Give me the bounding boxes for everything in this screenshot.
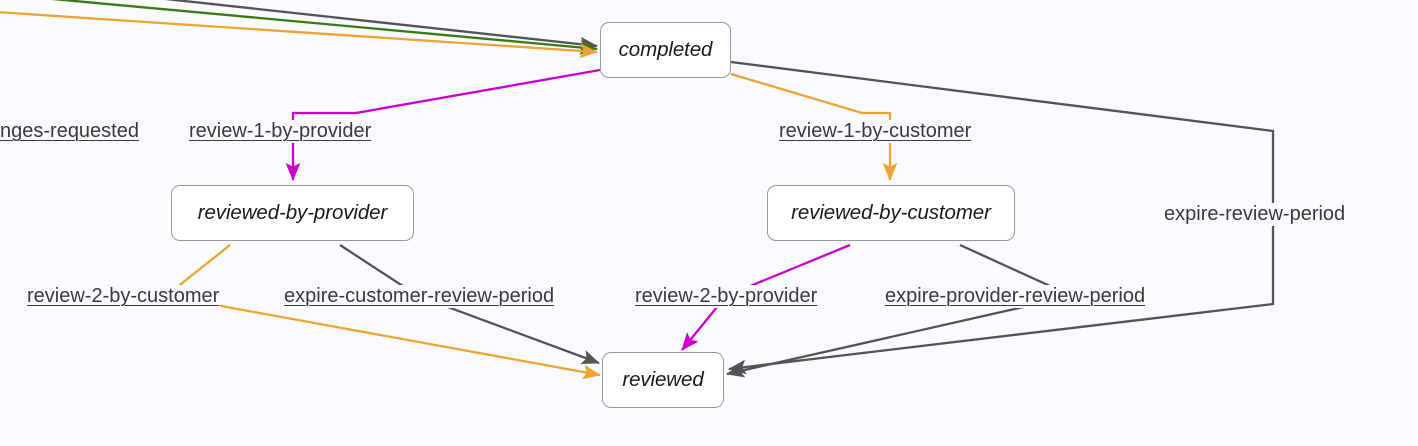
edge-label-changes-requested[interactable]: nges-requested: [0, 120, 140, 143]
state-node-label: reviewed-by-provider: [197, 200, 388, 224]
state-node-label: reviewed-by-customer: [791, 200, 991, 224]
state-node-completed[interactable]: completed: [600, 22, 731, 78]
state-node-label: reviewed: [622, 367, 704, 391]
edge-incoming-green-to-completed[interactable]: [20, 0, 598, 55]
edge-completed-to-reviewed-by-provider[interactable]: [285, 68, 601, 181]
edge-label-review-2-by-provider[interactable]: review-2-by-provider: [634, 285, 819, 308]
state-node-reviewed-by-customer[interactable]: reviewed-by-customer: [767, 185, 1015, 241]
edge-label-expire-provider-review-period[interactable]: expire-provider-review-period: [884, 285, 1147, 308]
edge-label-review-1-by-customer[interactable]: review-1-by-customer: [778, 120, 973, 143]
edge-incoming-gray-to-completed[interactable]: [120, 0, 598, 52]
state-node-reviewed[interactable]: reviewed: [602, 352, 724, 408]
edge-customer-to-reviewed-expire[interactable]: [726, 243, 1076, 378]
edge-incoming-orange-to-completed[interactable]: [0, 11, 598, 59]
edge-label-review-1-by-provider[interactable]: review-1-by-provider: [188, 120, 373, 143]
state-node-label: completed: [618, 37, 713, 61]
edge-label-expire-review-period[interactable]: expire-review-period: [1163, 203, 1347, 226]
state-node-reviewed-by-provider[interactable]: reviewed-by-provider: [171, 185, 414, 241]
edge-provider-to-reviewed-review2[interactable]: [163, 244, 601, 380]
edge-completed-to-reviewed-by-customer[interactable]: [730, 72, 898, 181]
edge-label-expire-customer-review-period[interactable]: expire-customer-review-period: [283, 285, 556, 308]
edge-label-review-2-by-customer[interactable]: review-2-by-customer: [26, 285, 221, 308]
